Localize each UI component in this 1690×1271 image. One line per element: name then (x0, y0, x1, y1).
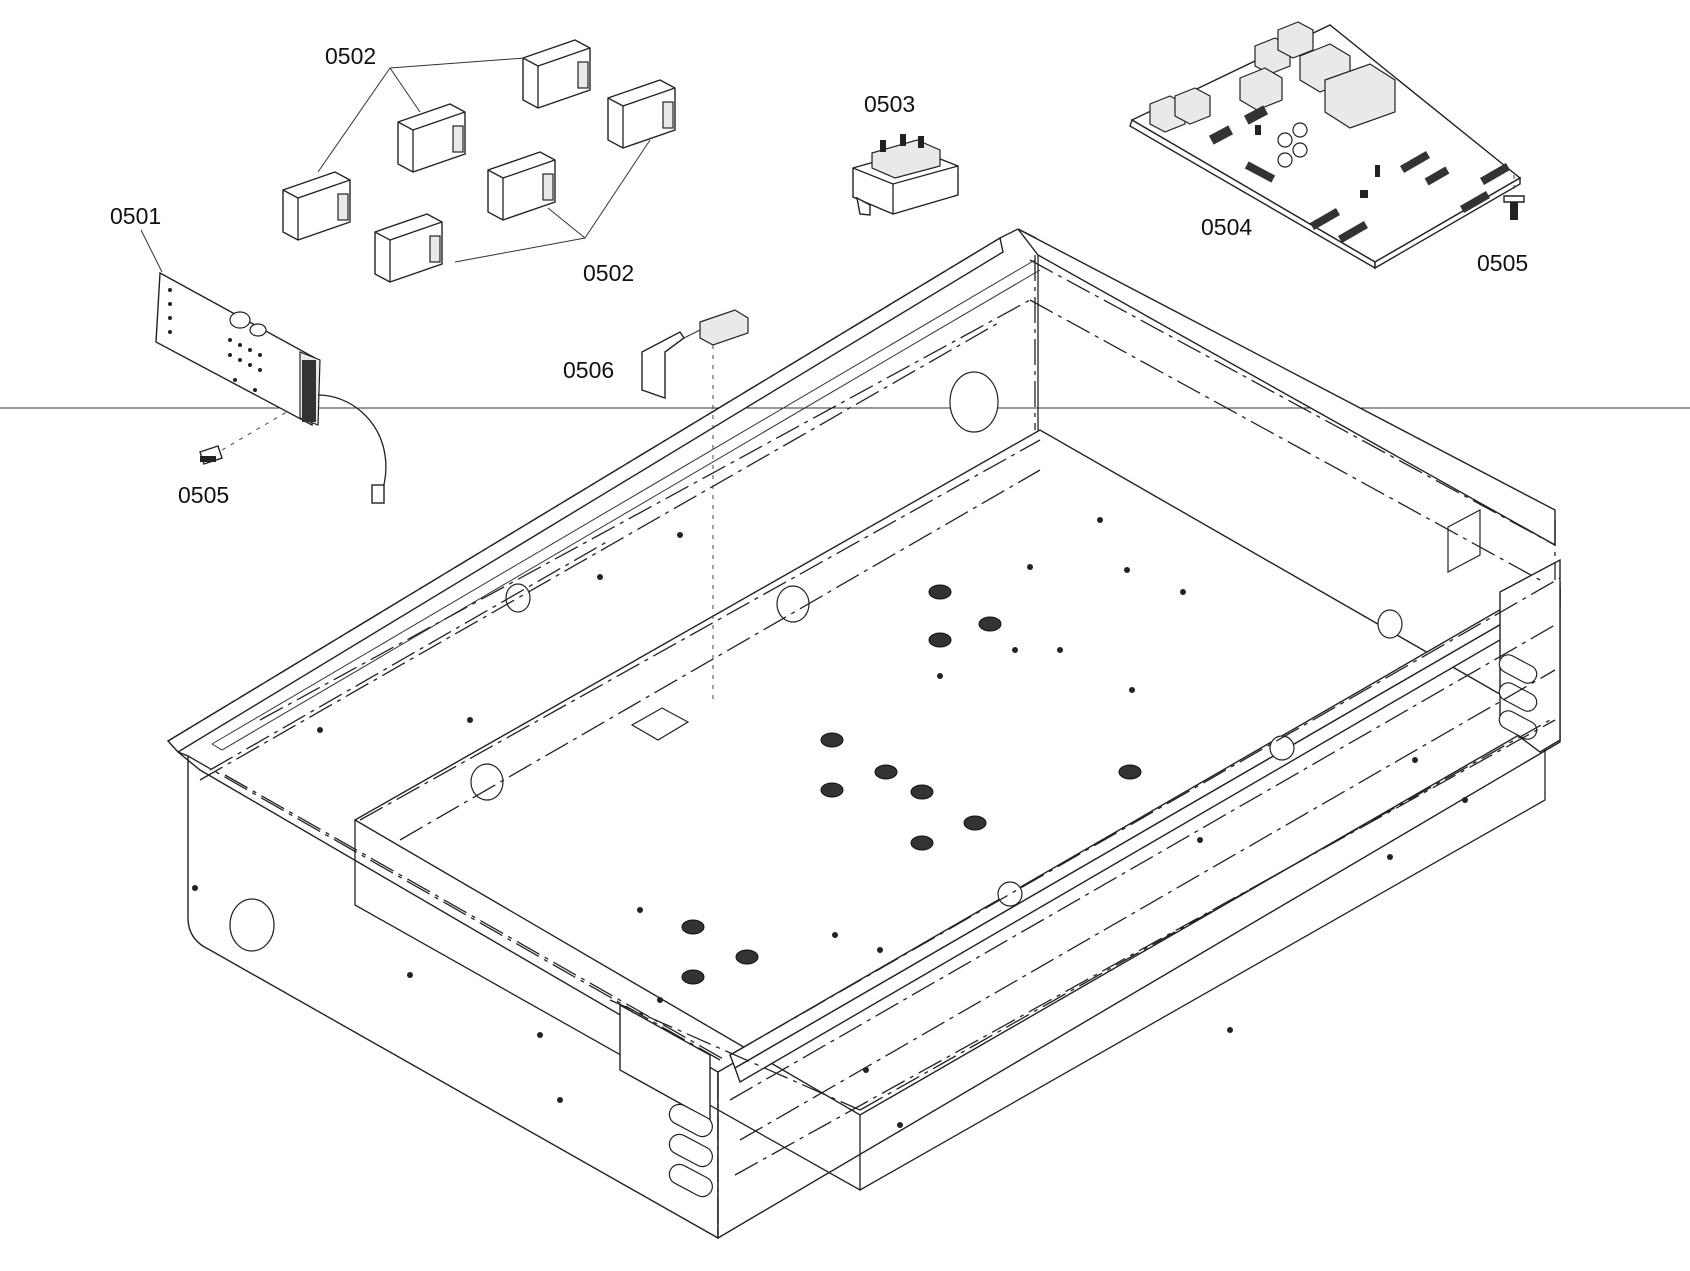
floor-bosses (681, 584, 1142, 985)
relay-5 (487, 151, 556, 221)
leaders-0502 (317, 57, 651, 263)
part-0502-relays[interactable] (282, 39, 676, 283)
part-0506-bracket-switch[interactable] (641, 309, 749, 700)
callout-0502-bottom: 0502 (583, 260, 634, 286)
relay-6 (374, 213, 443, 283)
callout-0502-top: 0502 (325, 43, 376, 69)
relay-2 (397, 103, 466, 173)
relay-1 (522, 39, 591, 109)
callout-0505-right: 0505 (1477, 250, 1528, 276)
callout-0504: 0504 (1201, 214, 1252, 240)
callout-0506: 0506 (563, 357, 614, 383)
part-0505-screw-left[interactable] (199, 409, 291, 465)
floor-holes (192, 517, 1468, 1128)
callout-0501: 0501 (110, 203, 161, 229)
leader-0501 (140, 229, 163, 273)
relay-3 (607, 79, 676, 149)
callout-0505-left: 0505 (178, 482, 229, 508)
part-0503-transformer[interactable] (852, 134, 959, 216)
relay-4 (282, 171, 351, 241)
phantom-lines (167, 237, 1561, 1238)
chassis-tray (166, 228, 1561, 1240)
part-0501-display-board[interactable] (155, 271, 387, 504)
part-0505-screw-right[interactable] (1503, 175, 1525, 220)
part-0504-control-board[interactable] (1129, 21, 1522, 270)
callout-0503: 0503 (864, 91, 915, 117)
